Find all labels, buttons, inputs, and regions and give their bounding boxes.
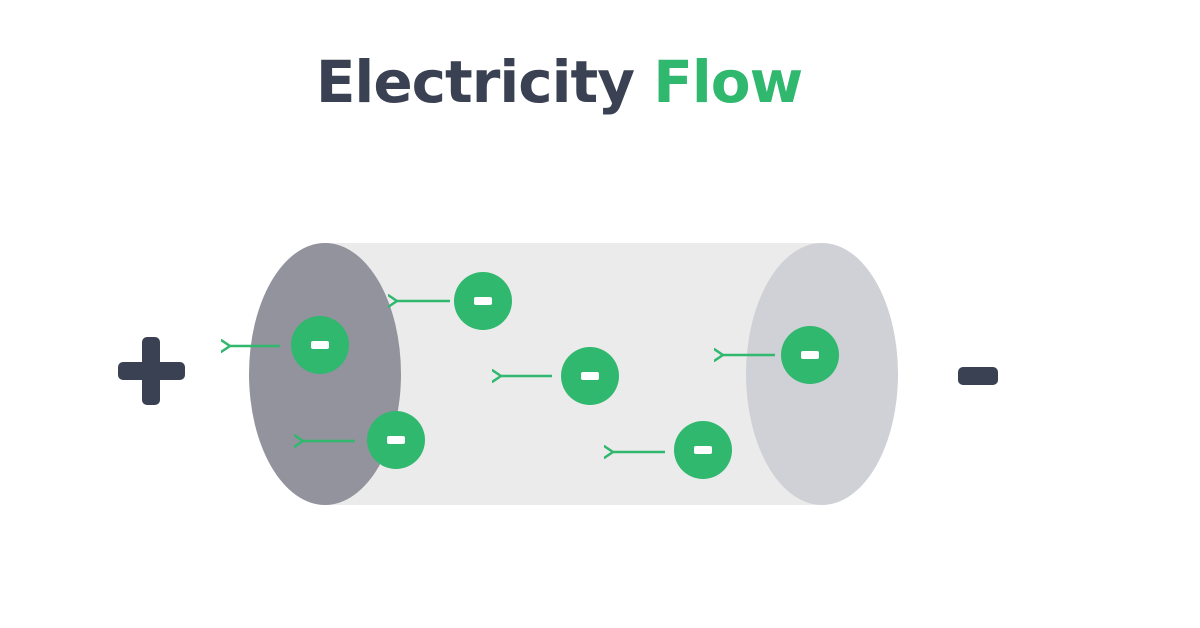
electron-icon [454,272,512,330]
title-flow: Flow [653,48,803,116]
electron-icon [291,316,349,374]
electron-icon [781,326,839,384]
electron-icon [674,421,732,479]
wire-positive-end [249,243,401,505]
electron-icon [561,347,619,405]
positive-terminal-sign [118,337,185,405]
title-electricity: Electricity [315,48,635,116]
diagram-title: Electricity Flow [0,48,1118,116]
electron-icon [367,411,425,469]
negative-terminal-sign [958,367,998,385]
